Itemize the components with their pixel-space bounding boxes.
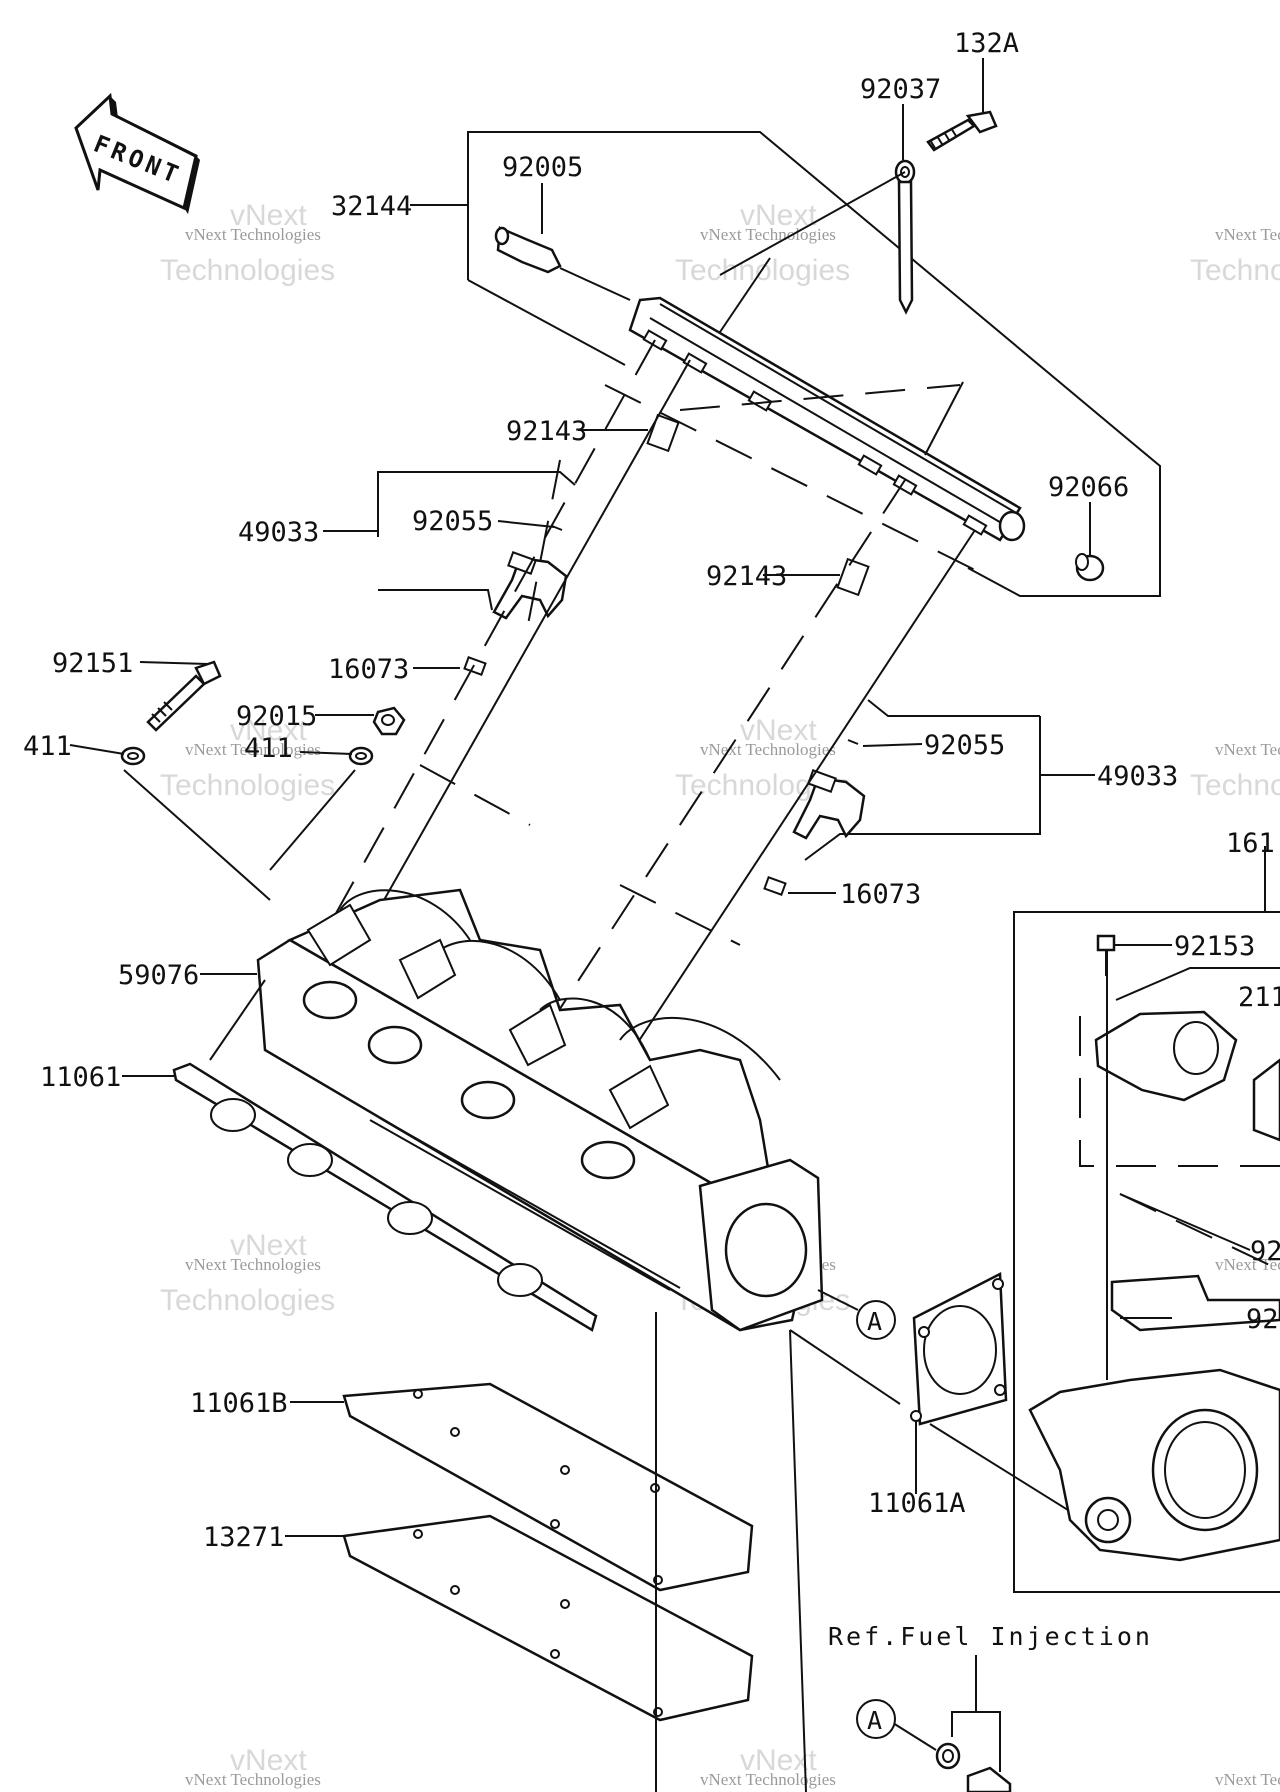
marker-A-upper-label: A — [867, 1307, 882, 1336]
marker-A-lower: A — [856, 1699, 896, 1739]
fuel-rail — [628, 296, 1026, 542]
callout-92005: 92005 — [502, 152, 583, 183]
callout-92055-right: 92055 — [924, 730, 1005, 761]
callout-49033-left: 49033 — [238, 517, 319, 548]
screw-92153 — [1096, 934, 1116, 976]
callout-11061: 11061 — [40, 1062, 121, 1093]
fitting-92005 — [494, 226, 631, 301]
injector-right — [763, 557, 1041, 896]
callout-161: 161 — [1226, 828, 1275, 859]
watermark-line: vNext Technologies — [185, 740, 321, 759]
callout-32144: 32144 — [331, 191, 412, 222]
gasket-11061A — [789, 1272, 1101, 1792]
bolt-92151 — [146, 660, 222, 732]
watermark-big: Technologies — [160, 769, 335, 802]
watermark-line: vNext Technologies — [1215, 1255, 1280, 1274]
watermark-line: vNext Technologies — [185, 1770, 321, 1789]
front-arrow-icon: FRONT — [74, 92, 200, 214]
watermark-line: vNext Technologies — [185, 1255, 321, 1274]
callout-11061A: 11061A — [868, 1488, 966, 1519]
watermark-brand: vNext — [230, 714, 307, 747]
bolt-132A — [926, 110, 998, 152]
watermark-brand: vNext — [230, 1744, 307, 1777]
watermark-line: vNext Technologies — [700, 740, 836, 759]
nut-92015 — [372, 706, 406, 736]
washer-411 — [120, 746, 374, 901]
callout-92066: 92066 — [1048, 472, 1129, 503]
watermark-line: vNext Technologies — [1215, 740, 1280, 759]
watermark-line: vNext Technologies — [185, 225, 321, 244]
watermark-big: Technologies — [1190, 769, 1280, 802]
cap-92066 — [1075, 553, 1105, 582]
callout-92143-lower: 92143 — [706, 561, 787, 592]
watermark-line: vNext Technologies — [1215, 1770, 1280, 1789]
watermark-brand: vNext — [230, 1229, 307, 1262]
callout-11061B: 11061B — [190, 1388, 288, 1419]
callout-92-upper: 92 — [1250, 1236, 1280, 1267]
gasket-13271 — [342, 1312, 754, 1792]
callout-16073-right: 16073 — [840, 879, 921, 910]
watermark-brand: vNext — [230, 199, 307, 232]
fuel-rail-bracket — [410, 131, 1161, 597]
callout-92143-upper: 92143 — [506, 416, 587, 447]
ref-note: Ref.Fuel Injection — [828, 1622, 1153, 1651]
leader-lines — [69, 58, 1172, 1537]
callout-labels: 132A 92037 92005 32144 92143 92066 49033… — [23, 28, 1280, 1651]
watermark-big: Technologies — [160, 1284, 335, 1317]
watermark-line: vNext Technologies — [700, 1770, 836, 1789]
callout-92037: 92037 — [860, 74, 941, 105]
gasket-11061B — [342, 1382, 754, 1592]
callout-92055-left: 92055 — [412, 506, 493, 537]
tie-strap-92037 — [719, 159, 916, 315]
injector-left — [377, 413, 680, 676]
ref-fuel-injection-part — [892, 1655, 1012, 1792]
callout-92153: 92153 — [1174, 931, 1255, 962]
throttle-body-box — [1013, 846, 1280, 1593]
callout-16073-left: 16073 — [328, 654, 409, 685]
callout-49033-right: 49033 — [1097, 761, 1178, 792]
watermark-big: Technologies — [1190, 254, 1280, 287]
callout-411-right: 411 — [244, 733, 293, 764]
gasket-11061 — [172, 979, 598, 1332]
callout-411-left: 411 — [23, 731, 72, 762]
guide-lines — [309, 257, 986, 1101]
watermark-line: vNext Technologies — [1215, 225, 1280, 244]
watermark-big: Technologies — [160, 254, 335, 287]
callout-211: 211 — [1238, 982, 1280, 1013]
callout-59076: 59076 — [118, 960, 199, 991]
marker-A-upper: A — [856, 1300, 896, 1340]
callout-13271: 13271 — [203, 1522, 284, 1553]
marker-A-lower-label: A — [867, 1706, 882, 1735]
callout-132A: 132A — [954, 28, 1019, 59]
callout-92015: 92015 — [236, 701, 317, 732]
intake-manifold — [256, 888, 824, 1332]
watermark-brand: vNext — [740, 199, 817, 232]
callout-92-lower: 92 — [1246, 1304, 1279, 1335]
watermark-brand: vNext — [740, 714, 817, 747]
watermark-line: vNext Technologies — [700, 225, 836, 244]
callout-92151: 92151 — [52, 648, 133, 679]
